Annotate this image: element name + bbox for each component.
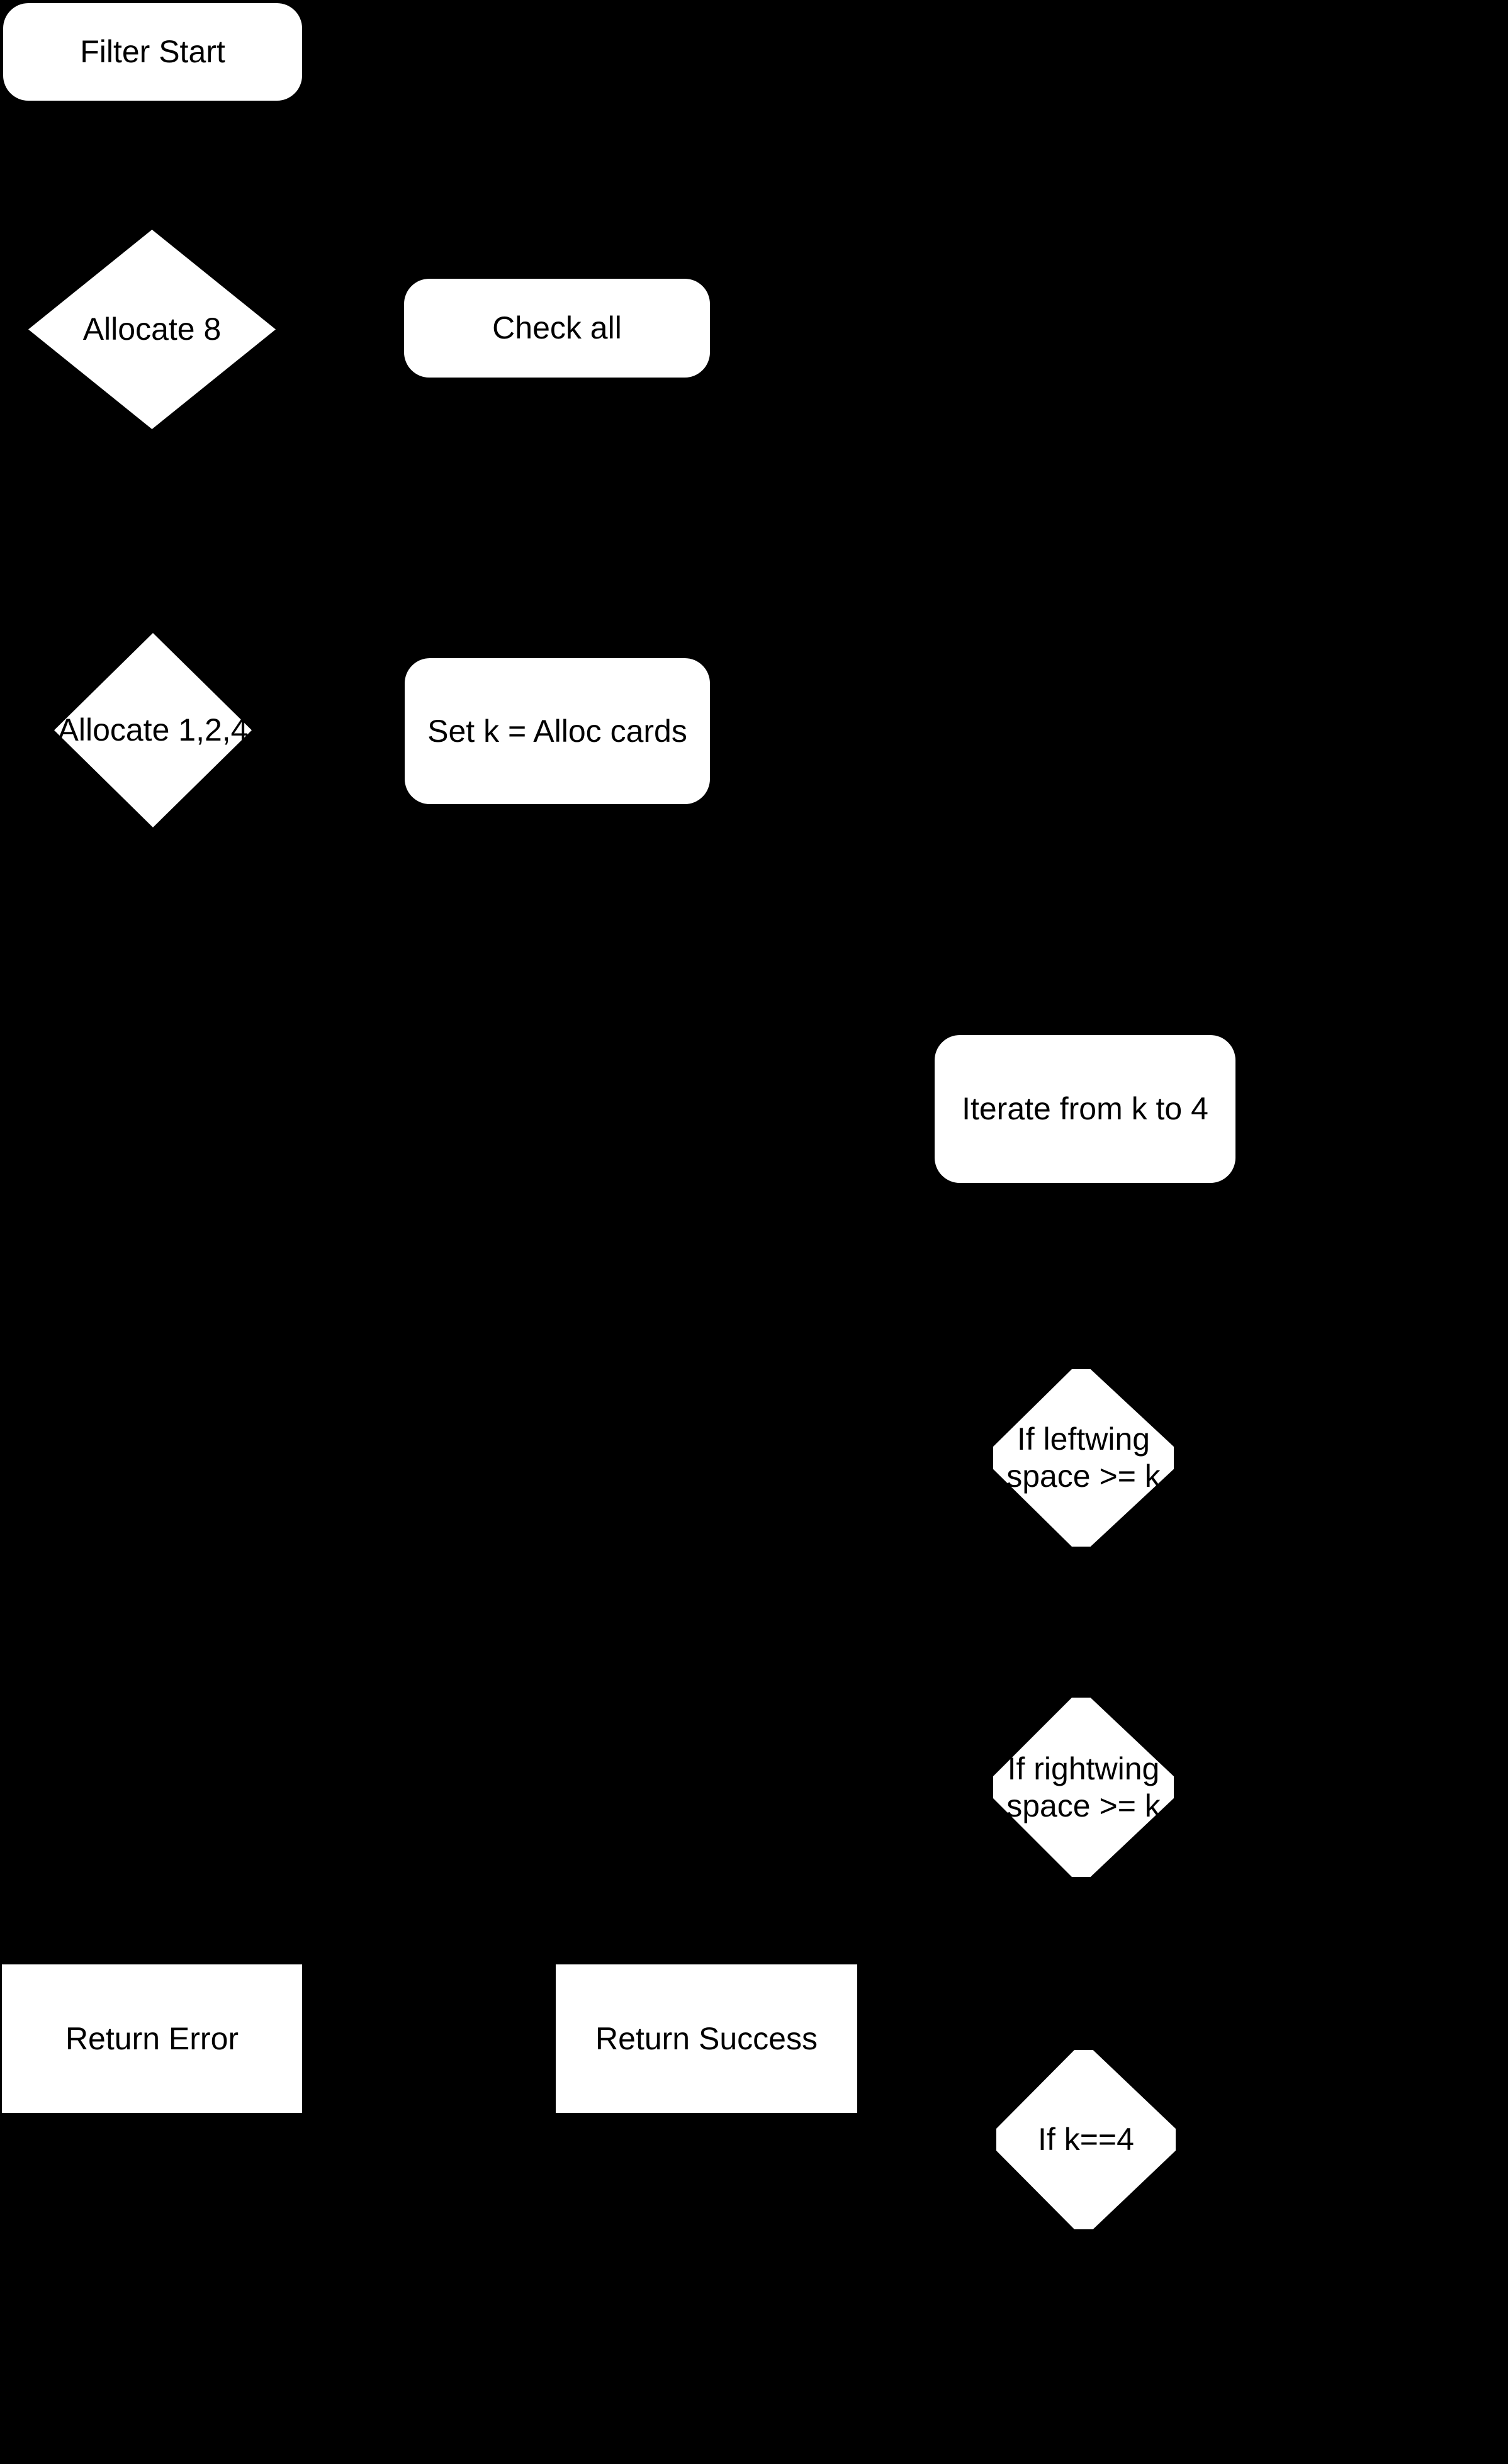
node-set-k-alloc-cards[interactable]: Set k = Alloc cards [405,658,710,804]
node-iterate-from-k-to-4[interactable]: Iterate from k to 4 [935,1035,1235,1183]
rounded-rectangle-shape [935,1035,1235,1183]
node-allocate-8[interactable]: Allocate 8 [28,230,276,429]
rounded-rectangle-shape [3,3,302,101]
rectangle-shape [556,1964,857,2113]
rounded-rectangle-shape [405,658,710,804]
node-return-success[interactable]: Return Success [556,1964,857,2113]
node-if-rightwing-space[interactable]: If rightwing space >= k [993,1698,1174,1877]
node-return-error[interactable]: Return Error [2,1964,302,2113]
rectangle-shape [2,1964,302,2113]
diamond-shape [54,633,252,827]
rounded-diamond-shape [996,2050,1176,2229]
rounded-rectangle-shape [404,279,710,378]
diamond-shape [28,230,276,429]
rounded-diamond-shape [993,1369,1174,1547]
node-if-leftwing-space[interactable]: If leftwing space >= k [993,1369,1174,1547]
node-if-k-equals-4[interactable]: If k==4 [996,2050,1176,2229]
node-filter-start[interactable]: Filter Start [3,3,302,101]
rounded-diamond-shape [993,1698,1174,1877]
node-allocate-1-2-4[interactable]: Allocate 1,2,4 [54,633,252,827]
node-check-all[interactable]: Check all [404,279,710,378]
